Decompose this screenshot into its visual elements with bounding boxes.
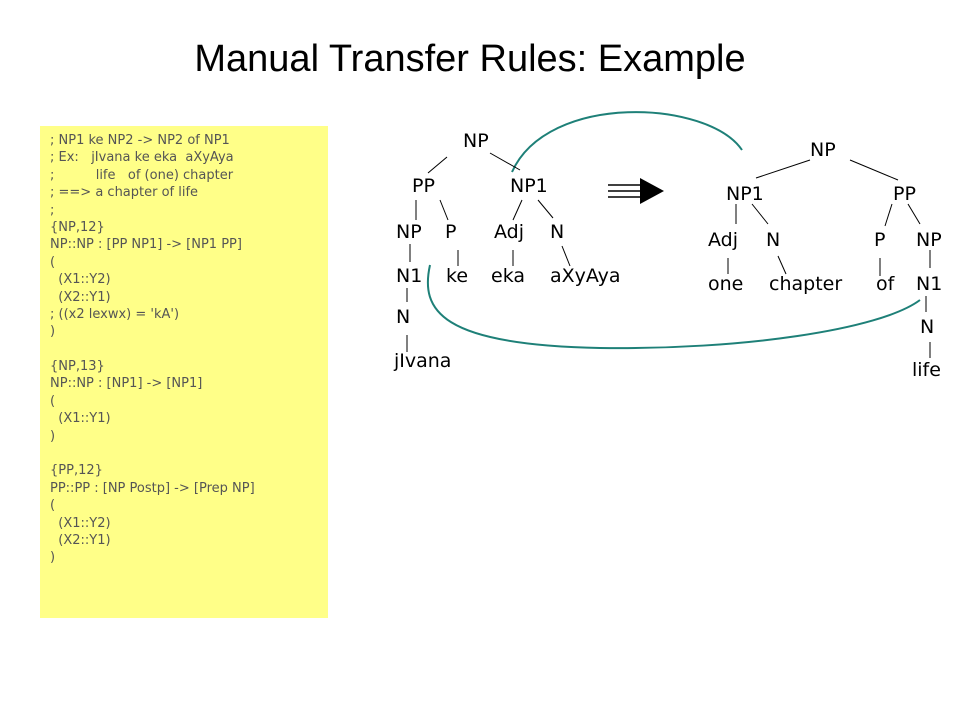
reorder-arc-top (511, 111, 743, 173)
rule-line: {PP,12} (50, 463, 103, 479)
rule-line: ; ==> a chapter of life (50, 185, 199, 201)
rule-line: (X1::Y1) (50, 411, 111, 427)
src-np-inner: NP (396, 221, 422, 243)
tgt-p: P (874, 229, 885, 251)
src-word-jivana: jIvana (393, 350, 451, 372)
src-np1: NP1 (510, 175, 548, 197)
target-tree-edges (727, 159, 931, 358)
slide-title: Manual Transfer Rules: Example (194, 38, 746, 80)
rule-line: ; life of (one) chapter (50, 167, 234, 183)
reorder-arc-bottom (426, 264, 921, 350)
src-n1: N1 (396, 265, 422, 287)
tgt-np-root: NP (810, 139, 836, 161)
tgt-word-of: of (876, 273, 896, 295)
rule-line: ) (50, 324, 56, 340)
rule-line: ( (50, 498, 56, 514)
transfer-rules-panel: ; NP1 ke NP2 -> NP2 of NP1 ; Ex: jIvana k… (40, 126, 328, 618)
rule-line: (X1::Y2) (50, 515, 111, 531)
tgt-word-one: one (708, 273, 743, 295)
transfer-arrow-icon (608, 178, 664, 204)
rule-line: ) (50, 428, 56, 444)
tgt-np-inner: NP (916, 229, 942, 251)
tgt-word-life: life (912, 359, 941, 381)
tgt-n: N (766, 229, 780, 251)
rule-line: NP::NP : [PP NP1] -> [NP1 PP] (50, 237, 242, 253)
src-pp: PP (412, 175, 435, 197)
tgt-pp: PP (893, 183, 916, 205)
rule-line: ; ((x2 lexwx) = 'kA') (50, 306, 180, 322)
src-n: N (550, 221, 564, 243)
src-word-axyaya: aXyAya (550, 265, 621, 287)
src-word-ke: ke (446, 265, 468, 287)
rule-line: ) (50, 550, 56, 566)
source-tree-edges (406, 152, 571, 352)
tgt-adj: Adj (708, 229, 738, 251)
src-adj: Adj (494, 221, 524, 243)
rule-line: ; Ex: jIvana ke eka aXyAya (50, 150, 234, 166)
rule-line: NP::NP : [NP1] -> [NP1] (50, 376, 203, 392)
src-word-eka: eka (491, 265, 525, 287)
rule-line: {NP,13} (50, 359, 105, 375)
rule-line: {NP,12} (50, 219, 105, 235)
rule-line: PP::PP : [NP Postp] -> [Prep NP] (50, 480, 255, 496)
rule-line: (X2::Y1) (50, 289, 111, 305)
tgt-word-chapter: chapter (769, 273, 842, 295)
rule-line: (X1::Y2) (50, 272, 111, 288)
tgt-n1: N1 (916, 273, 942, 295)
rule-line: ( (50, 393, 56, 409)
rule-line: ( (50, 254, 56, 270)
rule-line: ; (50, 202, 55, 218)
rule-line: ; NP1 ke NP2 -> NP2 of NP1 (50, 133, 230, 148)
rule-line: (X2::Y1) (50, 532, 111, 548)
src-np-root: NP (463, 130, 489, 152)
tgt-np1: NP1 (726, 183, 764, 205)
src-n-low: N (396, 306, 410, 328)
src-p: P (445, 221, 456, 243)
tgt-n-low: N (920, 316, 934, 338)
